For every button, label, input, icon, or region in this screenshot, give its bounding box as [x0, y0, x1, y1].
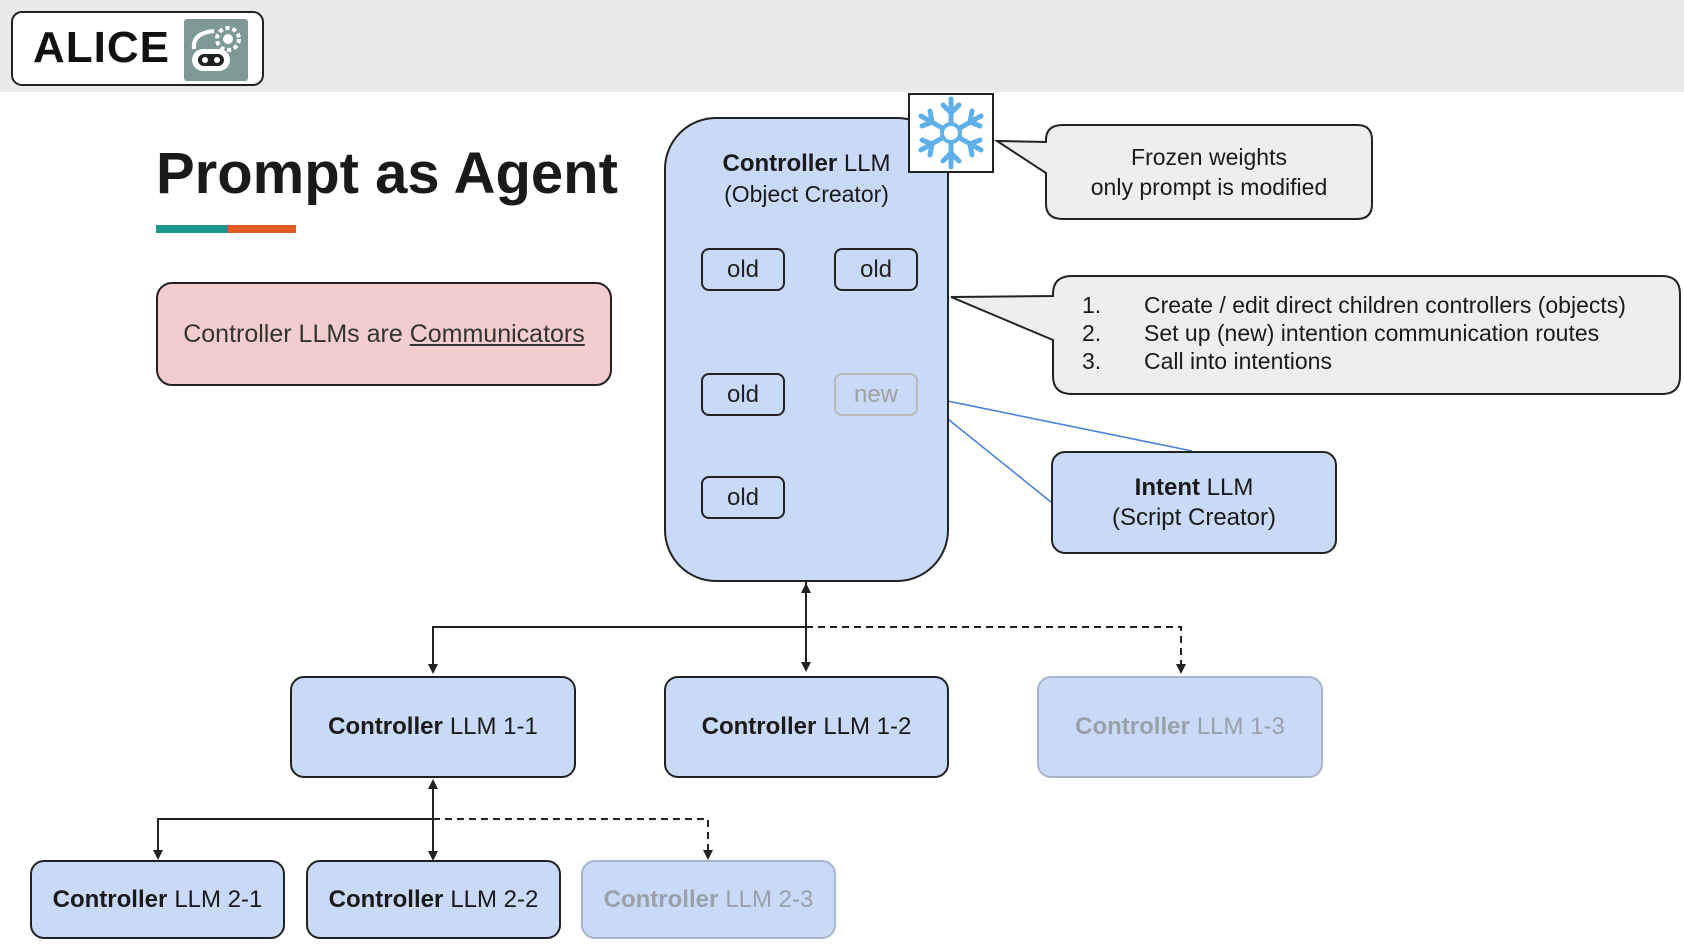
list-item: 1.Create / edit direct children controll…	[1082, 292, 1626, 318]
capabilities-list: 1.Create / edit direct children controll…	[1082, 291, 1626, 375]
note-link: Communicators	[409, 319, 585, 348]
alice-logo: ALICE	[11, 11, 264, 86]
robot-gear-icon	[184, 19, 248, 81]
frozen-line2: only prompt is modified	[1090, 174, 1328, 200]
title-underline-teal	[156, 225, 228, 233]
header-bar	[0, 0, 1684, 92]
intent-llm-node: Intent LLM (Script Creator)	[1051, 451, 1337, 554]
node-new: new	[834, 373, 918, 416]
title-underline-orange	[228, 225, 296, 233]
logo-text: ALICE	[33, 23, 170, 72]
list-item: 3.Call into intentions	[1082, 348, 1332, 374]
frozen-callout: Frozen weights only prompt is modified	[1046, 142, 1372, 202]
intent-subtitle: (Script Creator)	[1111, 503, 1277, 531]
node-old-top-right: old	[834, 248, 918, 291]
node-old-top-left: old	[701, 248, 785, 291]
page-title: Prompt as Agent	[156, 141, 618, 206]
communicators-note: Controller LLMs are Communicators	[156, 282, 612, 386]
main-controller-title: Controller LLM (Object Creator)	[666, 149, 947, 209]
list-item: 2.Set up (new) intention communication r…	[1082, 320, 1600, 346]
intent-title: Intent LLM	[1134, 473, 1254, 501]
snowflake-icon	[908, 93, 994, 173]
frozen-line1: Frozen weights	[1131, 144, 1287, 170]
frozen-callout-shape	[993, 124, 1373, 220]
node-old-mid-left: old	[701, 373, 785, 416]
note-text: Controller LLMs are	[183, 319, 410, 348]
capabilities-callout-shape	[950, 275, 1681, 395]
main-controller-subtitle: (Object Creator)	[724, 181, 889, 207]
node-old-bottom-left: old	[701, 476, 785, 519]
